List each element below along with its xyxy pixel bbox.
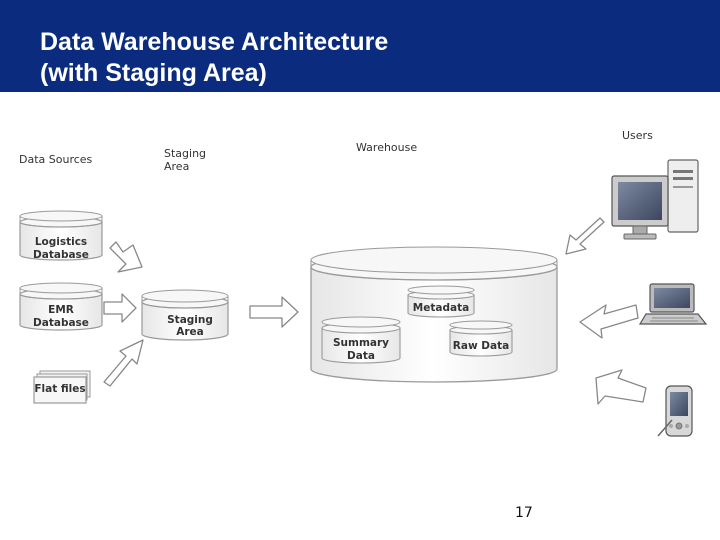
desktop-computer-icon (611, 159, 699, 240)
logistics-label-line2: Database (33, 249, 89, 261)
arrow-logistics-to-staging (109, 241, 143, 273)
warehouse-heading: Warehouse (356, 141, 417, 154)
arrow-laptop-to-warehouse (579, 304, 639, 339)
emr-database: EMR Database (19, 282, 103, 331)
staging-heading-line2: Area (164, 160, 189, 173)
logistics-database: Logistics Database (19, 210, 103, 261)
summary-label-line1: Summary (333, 337, 389, 349)
flat-files: Flat files (33, 370, 91, 404)
title-bar: Data Warehouse Architecture (with Stagin… (0, 0, 720, 92)
logistics-label-line1: Logistics (35, 236, 87, 248)
metadata-store: Metadata (407, 285, 475, 318)
pda-device-icon (657, 385, 693, 437)
staging-db-label-line1: Staging (167, 314, 213, 326)
flat-files-label: Flat files (34, 383, 85, 395)
raw-data-label: Raw Data (453, 340, 509, 352)
staging-db-label-line2: Area (176, 326, 204, 338)
arrow-flatfiles-to-staging (103, 339, 144, 387)
users-heading: Users (622, 129, 653, 142)
arrow-emr-to-staging (103, 293, 137, 323)
staging-heading-line1: Staging (164, 147, 206, 160)
arrow-desktop-to-warehouse (565, 217, 605, 255)
summary-label-line2: Data (347, 350, 375, 362)
summary-data-store: Summary Data (321, 316, 401, 364)
laptop-icon (638, 283, 708, 325)
arrow-staging-to-warehouse (249, 296, 299, 328)
staging-area-database: Staging Area (141, 289, 229, 341)
architecture-diagram: Data Sources Staging Area Warehouse User… (19, 129, 708, 437)
slide-title: Data Warehouse Architecture (with Stagin… (40, 27, 388, 89)
slide-title-line2: (with Staging Area) (40, 59, 267, 87)
emr-label-line2: Database (33, 317, 89, 329)
metadata-label: Metadata (413, 302, 469, 314)
data-sources-heading: Data Sources (19, 153, 93, 166)
arrow-phone-to-warehouse (595, 369, 647, 405)
emr-label-line1: EMR (48, 304, 74, 316)
slide-title-line1: Data Warehouse Architecture (40, 28, 389, 56)
raw-data-store: Raw Data (449, 320, 513, 357)
page-number: 17 (515, 505, 533, 521)
